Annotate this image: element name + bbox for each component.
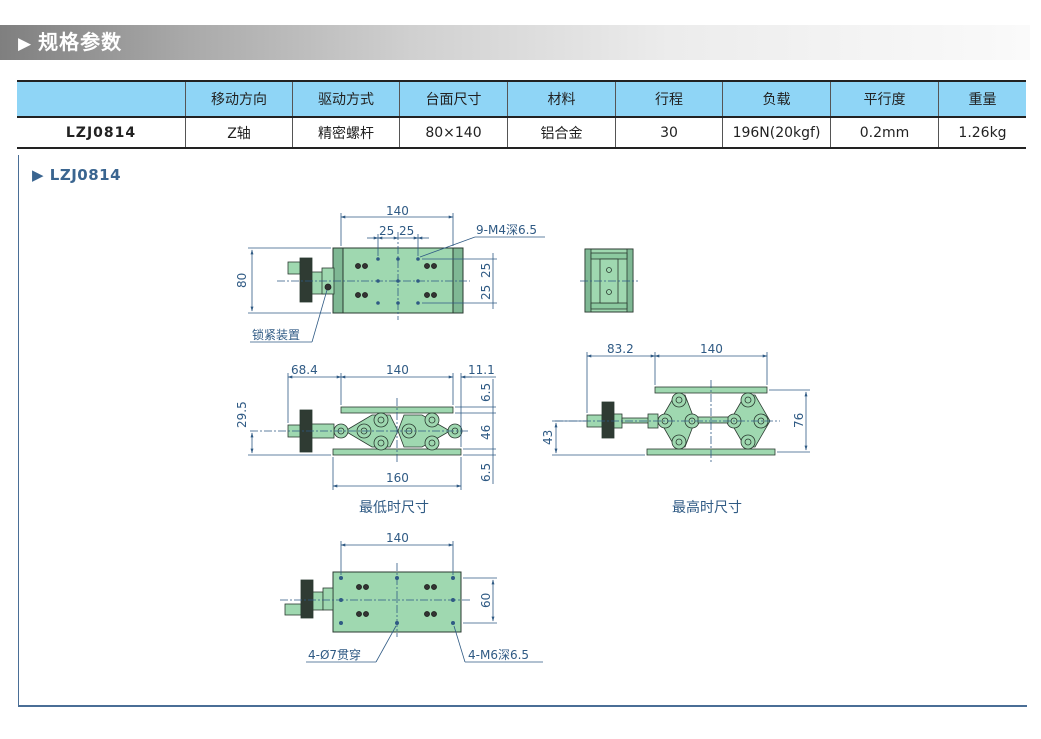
dim-overhang: 11.1 <box>468 363 495 377</box>
model-label: LZJ0814 <box>49 166 122 184</box>
lock-screw-icon <box>324 283 332 291</box>
spec-cell-model: LZJ0814 <box>17 117 186 149</box>
callout-lock: 锁紧装置 <box>252 327 300 342</box>
bottom-view <box>280 541 543 663</box>
dim-row-a: 25 <box>479 263 493 278</box>
drawing-panel <box>18 155 1027 707</box>
spec-col-load: 负载 <box>722 80 831 118</box>
spec-table: 移动方向 驱动方式 台面尺寸 材料 行程 负载 平行度 重量 LZJ0814 Z… <box>17 80 1026 149</box>
triangle-right-icon: ▶ <box>32 166 45 184</box>
spec-cell-load: 196N(20kgf) <box>722 117 831 149</box>
spec-cell-table-size: 80×140 <box>399 117 508 149</box>
spec-cell-parallelism: 0.2mm <box>830 117 939 149</box>
spec-table-header-row: 移动方向 驱动方式 台面尺寸 材料 行程 负载 平行度 重量 <box>17 80 1026 118</box>
drawing-panel-title: ▶ LZJ0814 <box>32 166 121 184</box>
caption-high: 最高时尺寸 <box>672 499 742 516</box>
dim-base-len: 160 <box>386 471 409 485</box>
caption-low: 最低时尺寸 <box>359 500 429 516</box>
top-view-labels: 140 25 25 9-M4深6.5 80 25 25 锁紧装置 <box>235 204 537 342</box>
spec-col-drive: 驱动方式 <box>292 80 400 118</box>
section-header-bar: ▶规格参数 <box>0 25 1030 60</box>
end-view <box>580 248 638 313</box>
spec-cell-material: 铝合金 <box>507 117 616 149</box>
dim-bottom-length: 140 <box>386 531 409 545</box>
top-view <box>248 213 545 343</box>
dim-mid: 46 <box>479 425 493 440</box>
spec-cell-drive: 精密螺杆 <box>292 117 400 149</box>
spec-col-table-size: 台面尺寸 <box>399 80 508 118</box>
callout-tapped: 4-M6深6.5 <box>468 648 529 662</box>
high-view <box>552 352 810 462</box>
dim-pitch-a: 25 <box>379 224 394 238</box>
spec-cell-weight: 1.26kg <box>938 117 1026 149</box>
dim-plate-top: 6.5 <box>479 383 493 402</box>
knob-icon <box>601 401 615 439</box>
callout-through: 4-Ø7贯穿 <box>308 647 361 662</box>
knob-icon <box>299 257 313 303</box>
dim-plate-bottom: 6.5 <box>479 463 493 482</box>
section-header-title: ▶规格参数 <box>18 28 122 58</box>
dim-row-b: 25 <box>479 285 493 300</box>
table-row: LZJ0814 Z轴 精密螺杆 80×140 铝合金 30 196N(20kgf… <box>17 117 1026 149</box>
dim-pitch-b: 25 <box>399 224 414 238</box>
knob-icon <box>300 579 314 619</box>
spec-col-weight: 重量 <box>938 80 1026 118</box>
triangle-right-icon: ▶ <box>18 34 33 54</box>
spec-col-material: 材料 <box>507 80 616 118</box>
dim-width: 80 <box>235 273 249 288</box>
spec-col-travel: 行程 <box>615 80 723 118</box>
spec-col-direction: 移动方向 <box>185 80 293 118</box>
spec-col-model <box>17 80 186 118</box>
dim-axis-height-high: 43 <box>541 430 555 445</box>
dim-height-high: 76 <box>792 413 806 428</box>
spec-col-parallelism: 平行度 <box>830 80 939 118</box>
dim-top-len-high: 140 <box>700 342 723 356</box>
dim-handle-high: 83.2 <box>607 342 634 356</box>
dim-bottom-width: 60 <box>479 593 493 608</box>
dim-axis-height: 29.5 <box>235 401 249 428</box>
section-header-label: 规格参数 <box>38 30 123 54</box>
dim-handle: 68.4 <box>291 363 318 377</box>
low-view <box>248 373 496 490</box>
spec-cell-direction: Z轴 <box>185 117 293 149</box>
callout-holes: 9-M4深6.5 <box>476 223 537 237</box>
dim-length: 140 <box>386 204 409 218</box>
dim-top-len: 140 <box>386 363 409 377</box>
spec-cell-travel: 30 <box>615 117 723 149</box>
